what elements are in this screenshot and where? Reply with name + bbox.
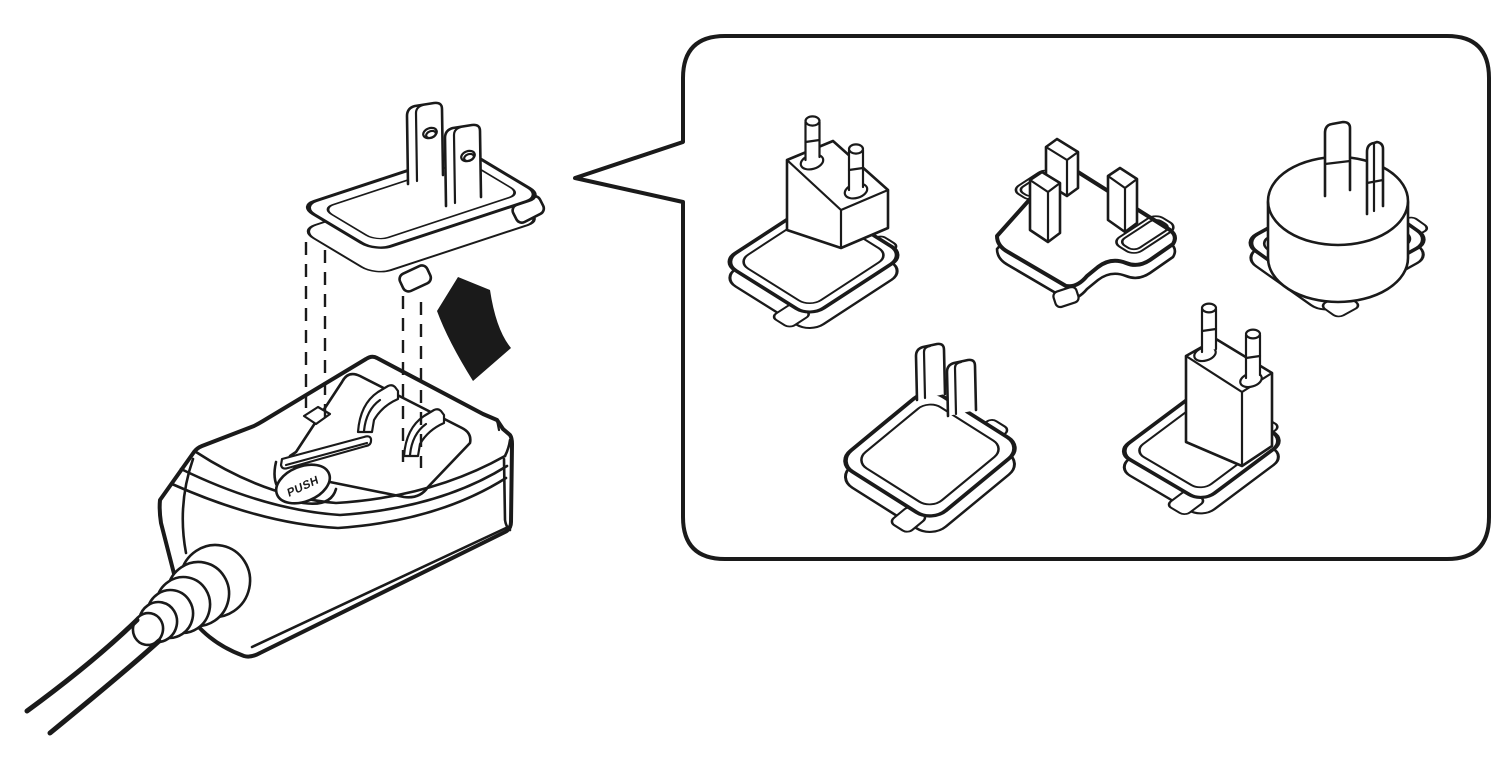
rect-pin [1106,166,1139,234]
flat-blade [914,342,947,402]
plug-option-us [843,342,1017,533]
strain-relief [131,543,252,647]
push-release-button[interactable]: PUSH [270,457,338,510]
insert-down-arrow-icon [437,277,511,381]
power-cord [24,617,162,736]
plug-base-plate [843,391,1017,518]
detached-us-plug-head [305,101,546,293]
plug-option-eu-long [1121,302,1281,515]
plug-option-uk [995,137,1177,309]
flat-blade [443,123,483,208]
angled-blade [1365,140,1385,216]
retention-rail [356,384,400,434]
round-pin [1244,328,1262,380]
round-pin [847,143,865,192]
center-slot [279,435,373,470]
push-button-face[interactable] [270,457,335,510]
plug-options-callout [573,34,1491,561]
latch-tab [1052,285,1080,309]
alignment-dashed-lines [304,242,423,468]
main-adapter-unit: PUSH [24,101,546,736]
plug-option-eu [727,115,900,329]
round-pin [804,115,821,162]
round-pin [1200,302,1218,354]
latch-tab [398,264,433,293]
plug-socket-recess [279,372,472,499]
flat-blade [405,101,445,186]
plug-option-au [1248,120,1429,318]
rect-pin [1028,170,1062,244]
flat-blade [945,358,978,418]
angled-blade [1323,120,1352,198]
retention-rail [402,408,446,458]
